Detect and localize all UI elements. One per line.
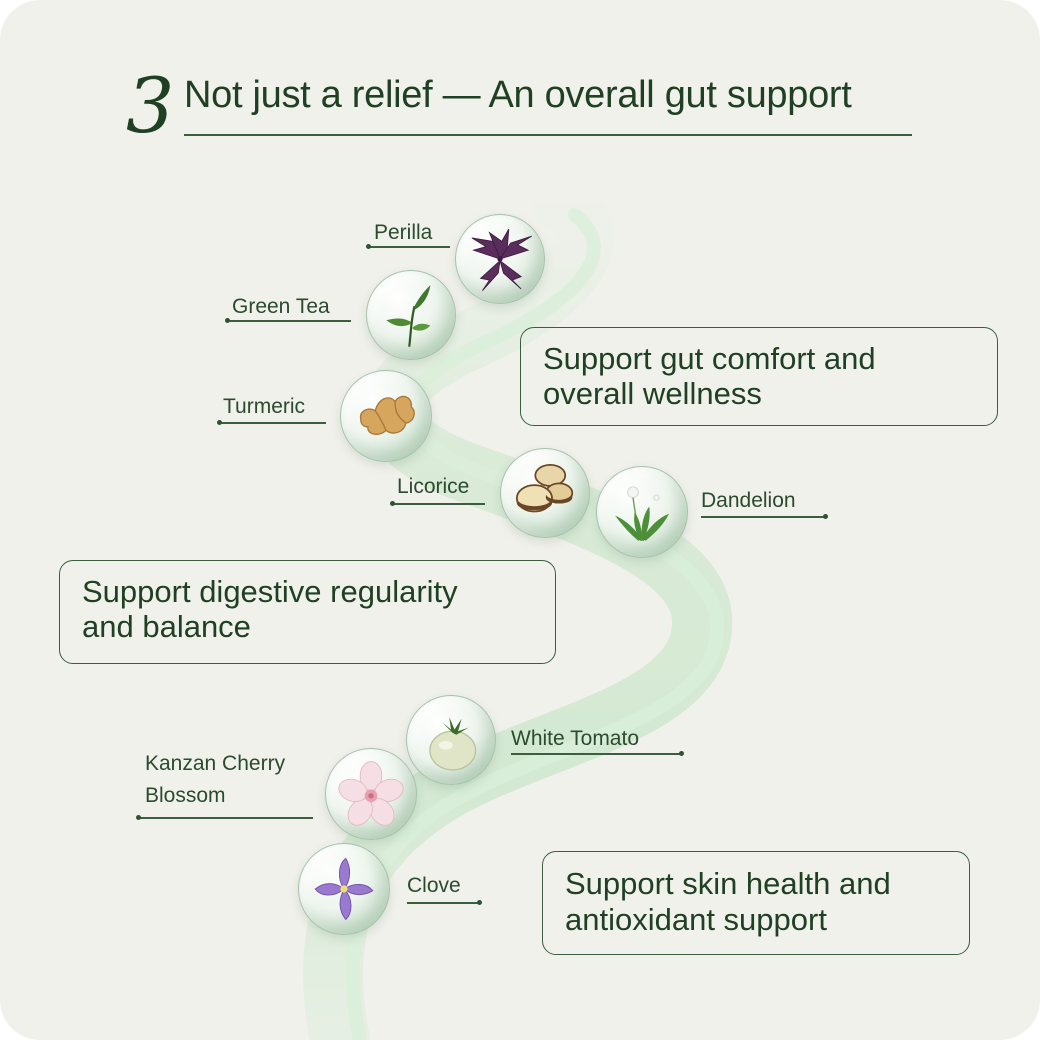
label-dot — [217, 420, 222, 425]
label-dot — [679, 751, 684, 756]
label-leader-line — [701, 516, 825, 518]
perilla-bubble — [455, 214, 545, 304]
ingredient-label-cherry-blossom-line1: Kanzan Cherry — [145, 752, 286, 775]
label-dot — [225, 318, 230, 323]
ingredient-label-dandelion: Dandelion — [701, 489, 796, 512]
clove-flower-icon — [314, 857, 374, 921]
licorice-root-slices-icon — [515, 463, 574, 513]
benefit-box-gut-comfort: Support gut comfort and overall wellness — [520, 327, 998, 426]
ingredient-label-white-tomato: White Tomato — [511, 727, 639, 750]
perilla-leaf-icon — [471, 228, 532, 291]
label-leader-line — [368, 246, 450, 248]
label-dot — [136, 815, 141, 820]
benefit-text-line1: Support digestive regularity — [82, 574, 458, 609]
green-tea-bubble — [366, 270, 456, 360]
ingredient-label-perilla: Perilla — [374, 221, 433, 244]
ingredient-label-clove: Clove — [407, 874, 461, 897]
label-leader-line — [227, 320, 351, 322]
label-leader-line — [220, 422, 326, 424]
ingredient-label-green-tea: Green Tea — [232, 295, 330, 318]
label-dot — [477, 900, 482, 905]
green-tea-leaf-icon — [386, 285, 431, 347]
turmeric-bubble — [340, 370, 432, 462]
licorice-bubble — [500, 448, 590, 538]
clove-bubble — [298, 843, 390, 935]
turmeric-root-icon — [359, 395, 415, 435]
ingredient-label-turmeric: Turmeric — [223, 395, 306, 418]
benefit-text-line1: Support gut comfort and — [543, 341, 876, 376]
label-leader-line — [393, 503, 485, 505]
title-underline — [184, 134, 912, 136]
dandelion-plant-icon — [615, 486, 669, 541]
label-dot — [366, 244, 371, 249]
ingredient-label-cherry-blossom-line2: Blossom — [145, 784, 226, 807]
benefit-box-digestive: Support digestive regularity and balance — [59, 560, 556, 664]
benefit-box-skin-health: Support skin health and antioxidant supp… — [542, 851, 970, 955]
label-leader-line — [511, 753, 681, 755]
page-title: Not just a relief — An overall gut suppo… — [184, 74, 852, 116]
benefit-text-line2: antioxidant support — [565, 902, 827, 937]
cherry-blossom-bubble — [325, 748, 417, 840]
label-dot — [823, 514, 828, 519]
benefit-text-line2: overall wellness — [543, 376, 762, 411]
white-tomato-bubble — [406, 695, 496, 785]
white-tomato-icon — [429, 717, 477, 771]
ingredient-label-licorice: Licorice — [397, 475, 470, 498]
benefit-text-line2: and balance — [82, 609, 251, 644]
label-dot — [390, 501, 395, 506]
cherry-blossom-flower-icon — [338, 761, 404, 826]
benefit-text-line1: Support skin health and — [565, 866, 891, 901]
label-leader-line — [139, 817, 313, 819]
dandelion-bubble — [596, 466, 688, 558]
section-number: 3 — [126, 61, 175, 150]
label-leader-line — [407, 902, 479, 904]
